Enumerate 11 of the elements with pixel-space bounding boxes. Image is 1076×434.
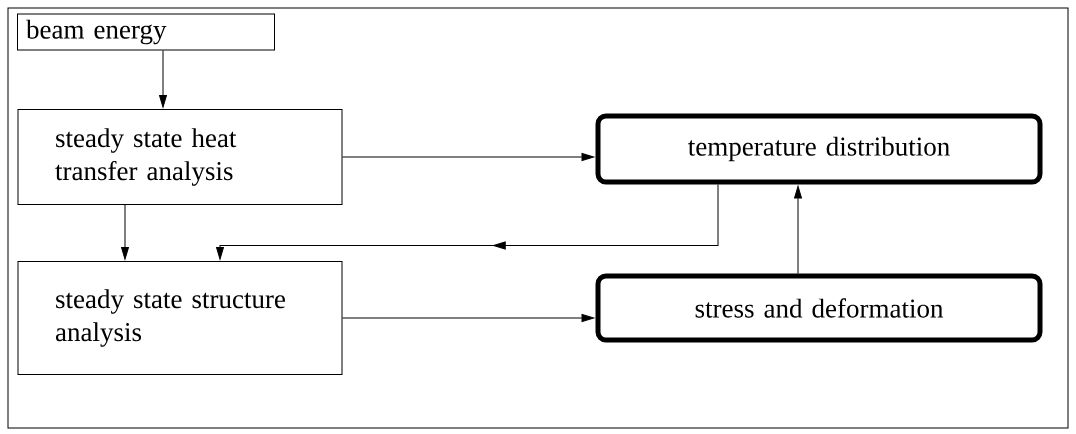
arrow xyxy=(342,314,595,322)
arrow xyxy=(159,50,167,108)
process-box: steady state heat transfer analysis xyxy=(17,109,343,205)
arrow xyxy=(342,153,595,161)
process-box: steady state structure analysis xyxy=(17,261,343,375)
result-box: temperature distribution xyxy=(595,113,1043,185)
arrow xyxy=(121,204,129,260)
process-box: beam energy xyxy=(17,13,275,51)
arrow xyxy=(794,185,802,274)
result-box: stress and deformation xyxy=(595,273,1043,343)
arrow xyxy=(216,184,719,260)
